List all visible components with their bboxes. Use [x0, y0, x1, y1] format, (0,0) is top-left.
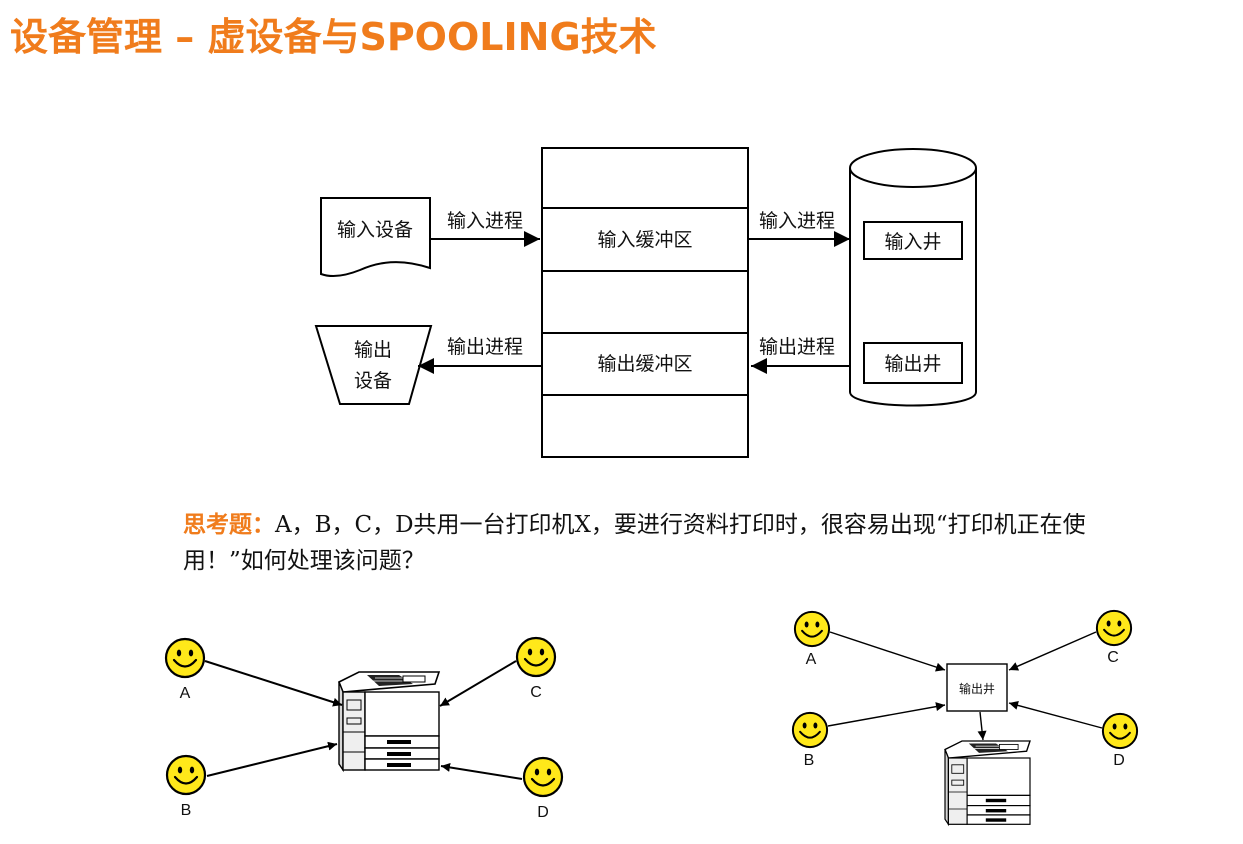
- spool-output-well-label: 输出井: [959, 681, 995, 696]
- printer-shared: [338, 671, 440, 771]
- spool-arrow-c-to-well: [1008, 631, 1097, 671]
- buffer-column: [541, 147, 749, 458]
- spool-arrow-well-to-printer: [977, 711, 987, 741]
- user-a-label: A: [180, 685, 191, 702]
- user-b-label: B: [181, 802, 192, 819]
- output-process-right-label: 输出进程: [759, 336, 835, 358]
- spool-arrow-a-to-well: [829, 631, 946, 672]
- input-buffer-label: 输入缓冲区: [597, 229, 692, 251]
- output-device-label-line2: 设备: [354, 370, 392, 392]
- question-text: A，B，C，D共用一台打印机X，要进行资料打印时，很容易出现“打印机正在使用！”…: [183, 512, 1086, 574]
- output-buffer-label: 输出缓冲区: [597, 353, 692, 375]
- slide-title: 设备管理 – 虚设备与SPOOLING技术: [10, 15, 657, 59]
- arrow-d-to-printer: [440, 762, 523, 780]
- spool-user-a-label: A: [806, 651, 817, 668]
- input-well-label: 输入井: [884, 231, 941, 253]
- spool-user-d-smiley: [1101, 712, 1139, 750]
- spool-user-d-label: D: [1113, 752, 1125, 769]
- arrow-c-to-printer: [439, 660, 517, 707]
- spool-arrow-b-to-well: [827, 702, 946, 727]
- input-process-left-label: 输入进程: [447, 210, 523, 232]
- output-process-left-label: 输出进程: [447, 336, 523, 358]
- output-well-label: 输出井: [884, 353, 941, 375]
- output-device-label-line1: 输出: [354, 339, 392, 361]
- spool-user-c-smiley: [1095, 609, 1133, 647]
- user-c-smiley: [515, 636, 557, 678]
- input-device-label: 输入设备: [337, 219, 413, 241]
- input-process-right-label: 输入进程: [759, 210, 835, 232]
- user-d-label: D: [537, 804, 549, 821]
- spool-user-b-label: B: [804, 752, 815, 769]
- thinking-question: 思考题：A，B，C，D共用一台打印机X，要进行资料打印时，很容易出现“打印机正在…: [183, 507, 1143, 579]
- spool-user-c-label: C: [1107, 649, 1119, 666]
- output-well-box: [863, 342, 963, 384]
- user-c-label: C: [530, 684, 542, 701]
- input-device-shape: [320, 197, 431, 278]
- output-device-shape: [314, 325, 433, 405]
- spool-output-well-box: [946, 663, 1008, 712]
- spool-arrow-d-to-well: [1008, 700, 1103, 729]
- spool-user-b-smiley: [791, 711, 829, 749]
- user-a-smiley: [164, 637, 206, 679]
- user-b-smiley: [165, 754, 207, 796]
- spool-printer: [944, 740, 1031, 825]
- input-well-box: [863, 221, 963, 260]
- question-label: 思考题：: [183, 512, 275, 538]
- arrow-b-to-printer: [206, 741, 338, 777]
- user-d-smiley: [522, 756, 564, 798]
- spool-user-a-smiley: [793, 610, 831, 648]
- arrow-a-to-printer: [204, 660, 343, 707]
